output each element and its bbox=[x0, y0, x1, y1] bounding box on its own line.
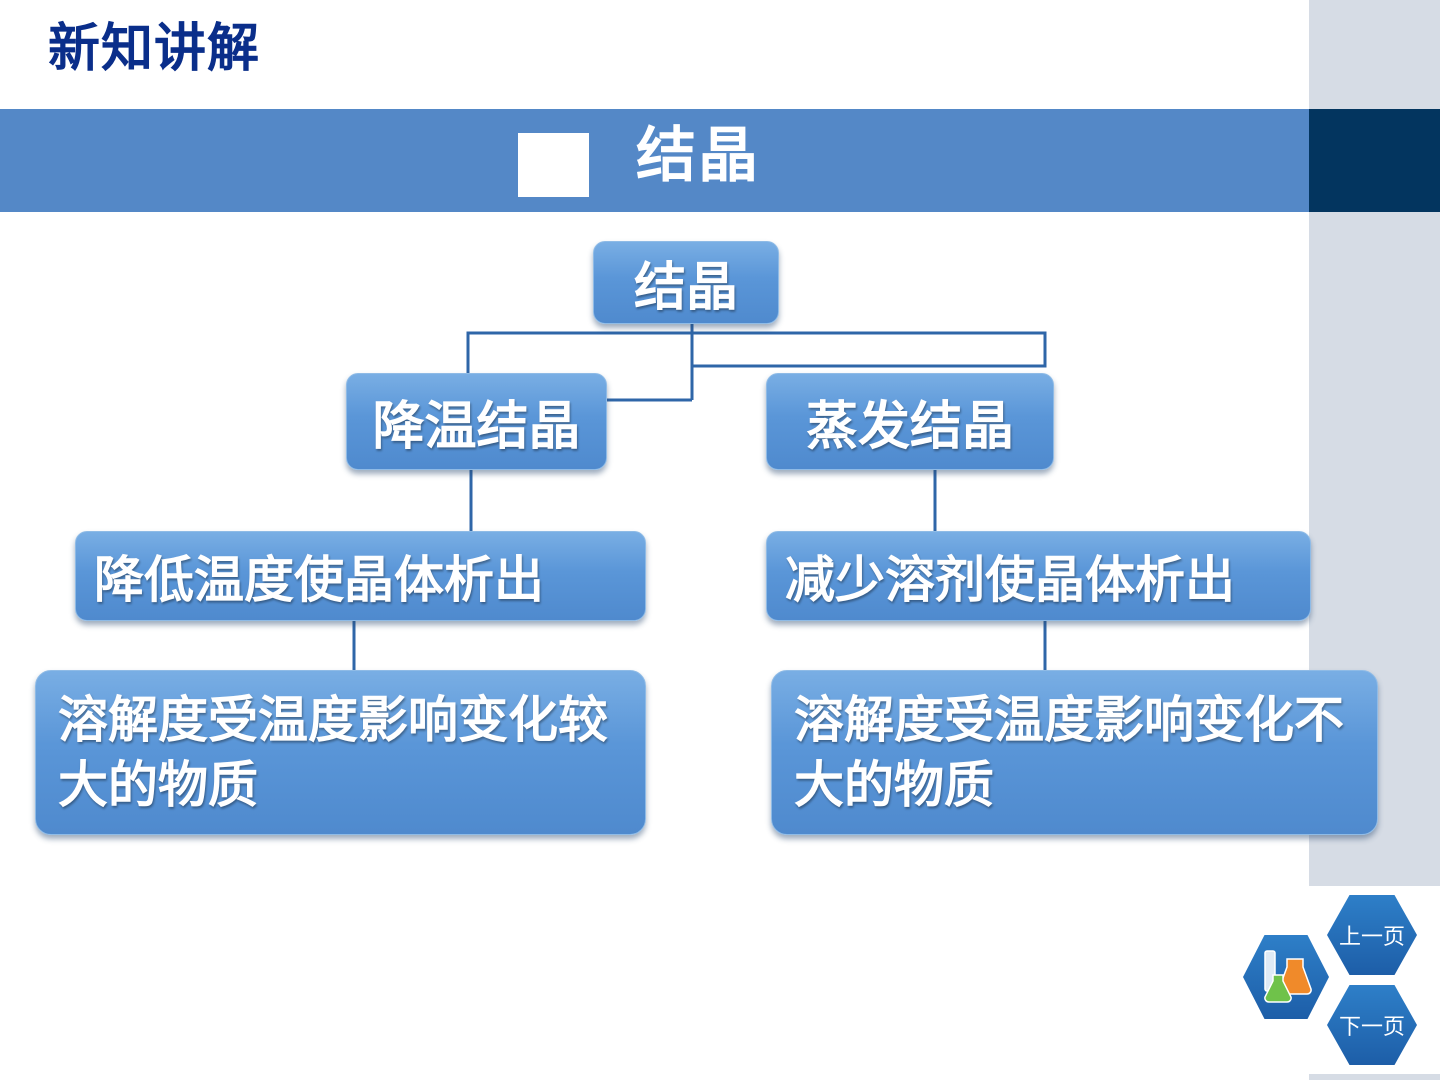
node-cooling-crystallization: 降温结晶 bbox=[346, 373, 607, 470]
title-banner-accent bbox=[1309, 109, 1440, 212]
node-crystallization: 结晶 bbox=[593, 241, 779, 324]
lab-flask-icon bbox=[1243, 935, 1329, 1019]
node-evaporation-substance: 溶解度受温度影响变化不大的物质 bbox=[771, 670, 1378, 835]
banner-square-marker bbox=[518, 133, 589, 197]
title-banner bbox=[0, 109, 1309, 212]
banner-title: 结晶 bbox=[636, 121, 760, 191]
node-evaporation-crystallization: 蒸发结晶 bbox=[766, 373, 1054, 470]
connector-bracket bbox=[466, 331, 1047, 373]
node-evaporation-method: 减少溶剂使晶体析出 bbox=[766, 531, 1311, 621]
node-cooling-method: 降低温度使晶体析出 bbox=[75, 531, 646, 621]
node-cooling-substance: 溶解度受温度影响变化较大的物质 bbox=[35, 670, 646, 835]
side-panel-bottom bbox=[1309, 1074, 1440, 1080]
page-title: 新知讲解 bbox=[48, 19, 261, 79]
